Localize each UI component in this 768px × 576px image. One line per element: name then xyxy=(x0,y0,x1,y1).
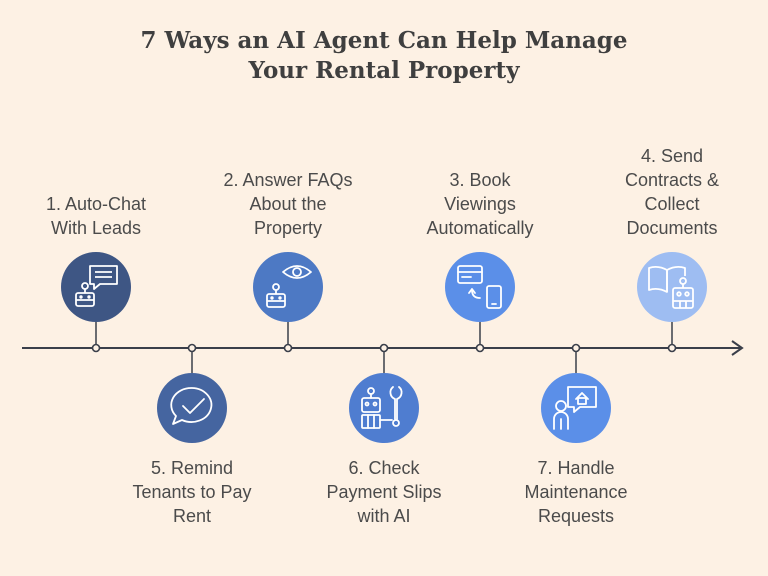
check-bubble-icon xyxy=(157,373,227,443)
timeline-node-6 xyxy=(379,343,389,353)
step-6-icon-circle xyxy=(349,373,419,443)
person-house-icon xyxy=(541,373,611,443)
title-line-1: 7 Ways an AI Agent Can Help Manage xyxy=(140,27,628,54)
timeline-node-4 xyxy=(667,343,677,353)
timeline-node-7 xyxy=(571,343,581,353)
step-2-label: 2. Answer FAQs About the Property xyxy=(223,170,353,238)
step-4-label: 4. Send Contracts & Collect Documents xyxy=(624,146,720,238)
calendar-phone-icon xyxy=(445,252,515,322)
step-3-label: 3. Book Viewings Automatically xyxy=(426,170,534,238)
step-1-label: 1. Auto-Chat With Leads xyxy=(45,194,147,238)
step-6-label: 6. Check Payment Slips with AI xyxy=(326,458,442,526)
diagram-title: 7 Ways an AI Agent Can Help Manage Your … xyxy=(0,26,768,86)
title-line-2: Your Rental Property xyxy=(248,57,520,84)
book-robot-icon xyxy=(637,252,707,322)
robot-wrench-icon xyxy=(349,373,419,443)
step-7-icon-circle xyxy=(541,373,611,443)
chat-robot-icon xyxy=(61,252,131,322)
timeline-node-2 xyxy=(283,343,293,353)
step-5-icon-circle xyxy=(157,373,227,443)
eye-robot-icon xyxy=(253,252,323,322)
step-5-label: 5. Remind Tenants to Pay Rent xyxy=(132,458,252,526)
step-1-icon-circle xyxy=(61,252,131,322)
step-3-icon-circle xyxy=(445,252,515,322)
step-2-icon-circle xyxy=(253,252,323,322)
step-4-icon-circle xyxy=(637,252,707,322)
timeline-node-1 xyxy=(91,343,101,353)
timeline-node-3 xyxy=(475,343,485,353)
step-7-label: 7. Handle Maintenance Requests xyxy=(524,458,628,526)
timeline-node-5 xyxy=(187,343,197,353)
